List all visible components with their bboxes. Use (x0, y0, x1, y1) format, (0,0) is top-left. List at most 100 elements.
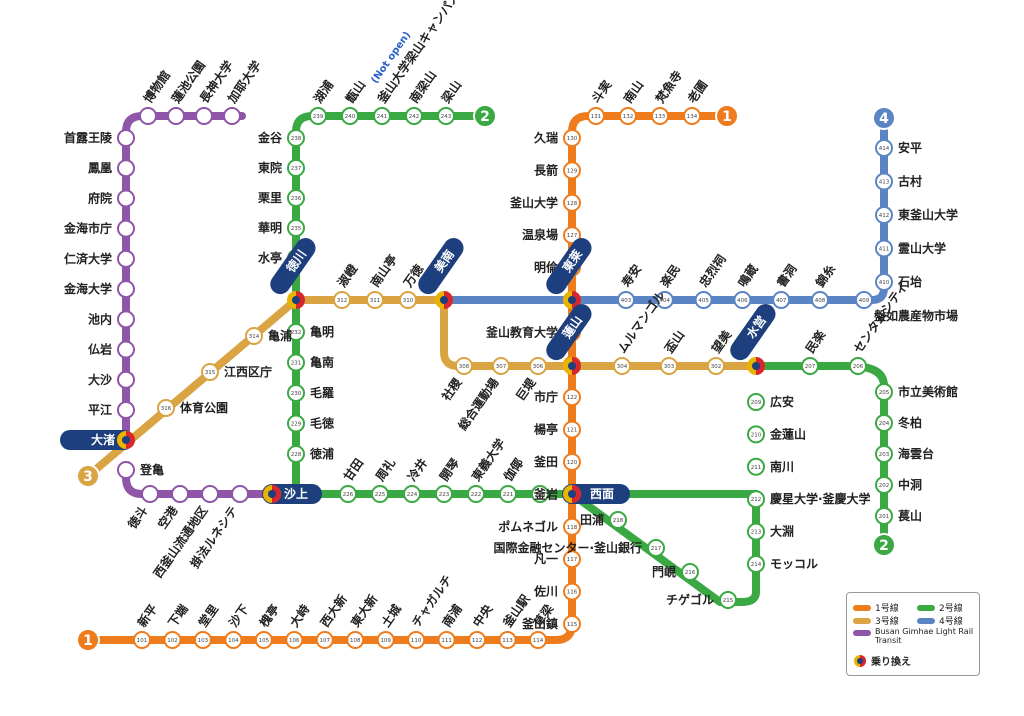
station-121[interactable] (563, 420, 581, 439)
station-平江[interactable] (117, 401, 135, 419)
station-209[interactable] (747, 393, 765, 411)
station-304[interactable] (613, 357, 631, 375)
station-106[interactable] (285, 631, 304, 649)
station-116[interactable] (563, 582, 581, 601)
station-鳳凰[interactable] (117, 159, 135, 178)
station-134[interactable] (683, 107, 701, 125)
transfer-yeonsan[interactable]: 蓮山 (542, 300, 595, 375)
station-below[interactable] (117, 461, 135, 479)
station-128[interactable] (563, 193, 581, 212)
station-411[interactable] (875, 239, 893, 258)
station-210[interactable] (747, 425, 765, 444)
station-133[interactable] (651, 107, 669, 125)
station-306[interactable] (529, 357, 547, 375)
station-206[interactable] (849, 357, 867, 375)
terminal-3[interactable] (76, 464, 100, 488)
station-仏岩[interactable] (117, 340, 135, 359)
station-230[interactable] (287, 384, 305, 402)
station-203[interactable] (875, 445, 893, 463)
station-114[interactable] (529, 631, 547, 649)
station-225[interactable] (371, 485, 389, 503)
station-112[interactable] (468, 631, 487, 649)
station-307[interactable] (492, 357, 510, 375)
station-118[interactable] (563, 517, 581, 536)
station-金海市庁[interactable] (117, 219, 135, 238)
station-115[interactable] (563, 615, 581, 633)
station-212[interactable] (747, 490, 765, 509)
station-303[interactable] (660, 357, 678, 375)
station-215[interactable] (719, 591, 737, 609)
station-202[interactable] (875, 476, 893, 494)
station-218[interactable] (609, 511, 627, 529)
station-312[interactable] (333, 291, 351, 309)
station-130[interactable] (563, 129, 581, 147)
station-104[interactable] (224, 631, 243, 649)
station-211[interactable] (747, 457, 765, 476)
station-311[interactable] (366, 291, 384, 309)
station-204[interactable] (875, 414, 893, 432)
station-108[interactable] (346, 631, 365, 649)
station-224[interactable] (403, 485, 421, 503)
station-110[interactable] (407, 631, 426, 649)
station-120[interactable] (563, 453, 581, 471)
terminal-2[interactable] (872, 533, 896, 557)
station-空港[interactable] (171, 485, 189, 503)
station-首露王陵[interactable] (117, 129, 135, 147)
station-232[interactable] (287, 323, 305, 341)
station-231[interactable] (287, 353, 305, 372)
station-徳斗[interactable] (141, 485, 159, 503)
station-池内[interactable] (117, 310, 135, 329)
station-113[interactable] (498, 631, 517, 649)
station-410[interactable] (875, 273, 893, 291)
station-237[interactable] (287, 159, 305, 177)
terminal-1[interactable] (76, 628, 100, 652)
station-103[interactable] (193, 631, 212, 649)
station-226[interactable] (339, 485, 357, 503)
transfer-minam[interactable]: 美南 (414, 234, 467, 309)
station-205[interactable] (875, 383, 893, 401)
station-242[interactable] (405, 107, 423, 125)
station-府院[interactable] (117, 189, 135, 208)
station-217[interactable] (647, 539, 665, 557)
station-仁済大学[interactable] (117, 249, 135, 268)
station-308[interactable] (455, 357, 473, 375)
station-132[interactable] (619, 107, 637, 125)
transfer-seomyeon[interactable]: 西面 (562, 484, 630, 504)
station-107[interactable] (315, 631, 334, 649)
station-大沙[interactable] (117, 370, 135, 389)
station-236[interactable] (287, 189, 305, 207)
station-243[interactable] (437, 107, 455, 125)
transfer-sasang[interactable]: 沙上 (262, 484, 322, 504)
station-238[interactable] (287, 129, 305, 147)
station-240[interactable] (341, 107, 359, 125)
station-加耶大学[interactable] (223, 107, 241, 125)
station-216[interactable] (681, 563, 699, 581)
station-109[interactable] (376, 631, 395, 649)
station-111[interactable] (437, 631, 456, 649)
transfer-daejeo[interactable]: 大渚 (60, 430, 135, 450)
station-127[interactable] (563, 226, 581, 245)
station-220[interactable] (531, 485, 549, 503)
station-掛法ルネシテ[interactable] (231, 485, 249, 503)
station-404[interactable] (655, 291, 674, 309)
station-129[interactable] (563, 161, 581, 180)
station-413[interactable] (875, 172, 893, 191)
station-414[interactable] (875, 139, 893, 157)
station-407[interactable] (772, 291, 791, 309)
station-228[interactable] (287, 445, 305, 463)
station-408[interactable] (811, 291, 829, 309)
station-315[interactable] (201, 363, 219, 381)
station-蓮池公園[interactable] (167, 107, 185, 125)
station-310[interactable] (399, 291, 417, 309)
station-403[interactable] (617, 291, 635, 309)
station-223[interactable] (435, 485, 453, 503)
station-409[interactable] (855, 291, 873, 309)
station-117[interactable] (563, 550, 581, 569)
terminal-1[interactable] (715, 104, 739, 128)
station-316[interactable] (157, 399, 175, 417)
station-207[interactable] (801, 357, 819, 375)
station-412[interactable] (875, 206, 893, 224)
station-239[interactable] (309, 107, 327, 125)
station-229[interactable] (287, 414, 305, 433)
terminal-2[interactable] (473, 104, 497, 128)
